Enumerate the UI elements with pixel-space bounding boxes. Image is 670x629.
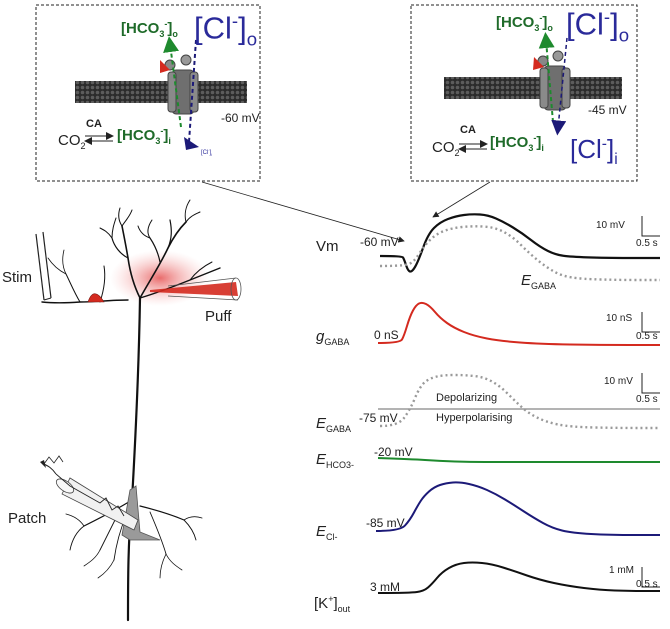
stim-electrode xyxy=(35,231,52,301)
cl-in-label: [Cl-]i xyxy=(201,148,213,158)
k-baseline-label: 3 mM xyxy=(370,580,400,594)
g-gaba-trace xyxy=(377,301,660,346)
patch-pipette xyxy=(40,455,139,531)
neuron-drawing xyxy=(41,199,221,622)
patch-label: Patch xyxy=(8,510,47,527)
vm-scale-x-label: 0.5 s xyxy=(636,238,658,249)
k-scale-x-label: 0.5 s xyxy=(636,579,658,590)
gaba-ligand-icon xyxy=(533,57,544,70)
co2-label: CO2 xyxy=(432,139,460,158)
inset-right-frame xyxy=(410,4,638,182)
soma xyxy=(121,485,161,541)
membrane-voltage: -60 mV xyxy=(221,111,260,125)
egaba-row-label: EGABA xyxy=(316,415,352,434)
cl-in-label: [Cl-]i xyxy=(570,134,618,169)
membrane xyxy=(75,81,247,103)
vm-trace xyxy=(379,213,660,273)
hyperpolarising-label: Hyperpolarising xyxy=(436,412,513,424)
traces xyxy=(375,213,660,594)
k-out-trace xyxy=(377,561,660,594)
egaba-scale-bar xyxy=(641,373,660,394)
membrane-voltage: -45 mV xyxy=(588,103,627,117)
apical-dendrite xyxy=(126,296,142,622)
inset-right-connector xyxy=(432,181,491,218)
carbonic-anhydrase-label: CA xyxy=(86,118,102,130)
vm-scale-y-label: 10 mV xyxy=(596,220,625,231)
puff-label: Puff xyxy=(205,308,232,325)
depolarizing-label: Depolarizing xyxy=(436,392,498,404)
vm-egaba-label: EGABA xyxy=(521,272,557,291)
hco3-in-label: [HCO3-]i xyxy=(490,133,544,153)
ehco3-trace xyxy=(377,457,660,463)
cl-out-label: [Cl-]o xyxy=(566,6,630,46)
ecl-trace xyxy=(375,481,660,536)
vm-egaba-dotted-trace xyxy=(379,225,660,282)
egaba-baseline-label: -75 mV xyxy=(359,411,398,425)
hco3-out-label: [HCO3-]o xyxy=(496,13,553,33)
inset-right xyxy=(410,4,638,182)
cl-out-label: [Cl-]o xyxy=(194,10,258,50)
g-row-label: gGABA xyxy=(316,328,350,347)
g-scale-x-label: 0.5 s xyxy=(636,331,658,342)
carbonic-anhydrase-label: CA xyxy=(460,124,476,136)
puff-pipette xyxy=(150,277,242,301)
scale-bars xyxy=(641,216,660,588)
egaba-scale-x-label: 0.5 s xyxy=(636,394,658,405)
ehco3-baseline-label: -20 mV xyxy=(374,445,413,459)
vm-scale-bar xyxy=(641,216,660,237)
membrane xyxy=(444,77,622,99)
vm-baseline-label: -60 mV xyxy=(360,235,399,249)
cl-influx-arrow xyxy=(188,39,197,143)
inset-left-frame xyxy=(35,4,261,182)
ehco3-row-label: EHCO3- xyxy=(316,451,355,470)
co2-equilibrium-arrows xyxy=(84,132,114,145)
hco3-out-label: [HCO3-]o xyxy=(121,19,178,39)
co2-equilibrium-arrows xyxy=(458,140,488,153)
stim-site-bouton xyxy=(87,293,105,303)
ecl-baseline-label: -85 mV xyxy=(366,516,405,530)
ecl-row-label: ECl- xyxy=(316,523,338,542)
k-scale-bar xyxy=(641,567,660,588)
inset-left xyxy=(35,4,261,182)
egaba-trace xyxy=(379,373,660,430)
hco3-in-label: [HCO3-]i xyxy=(117,126,171,146)
co2-label: CO2 xyxy=(58,132,86,151)
g-scale-y-label: 10 nS xyxy=(606,313,633,324)
k-scale-y-label: 1 mM xyxy=(609,565,634,576)
inset-left-connector xyxy=(201,181,405,243)
g-scale-bar xyxy=(641,312,660,333)
stim-label: Stim xyxy=(2,269,32,286)
vm-row-label: Vm xyxy=(316,238,339,255)
egaba-scale-y-label: 10 mV xyxy=(604,376,633,387)
cl-influx-arrow xyxy=(551,37,568,136)
g-baseline-label: 0 nS xyxy=(374,328,399,342)
gaba-ligand-icon xyxy=(160,60,170,73)
k-row-label: [K+]out xyxy=(314,594,351,614)
cl-influx-arrowhead xyxy=(184,137,199,150)
